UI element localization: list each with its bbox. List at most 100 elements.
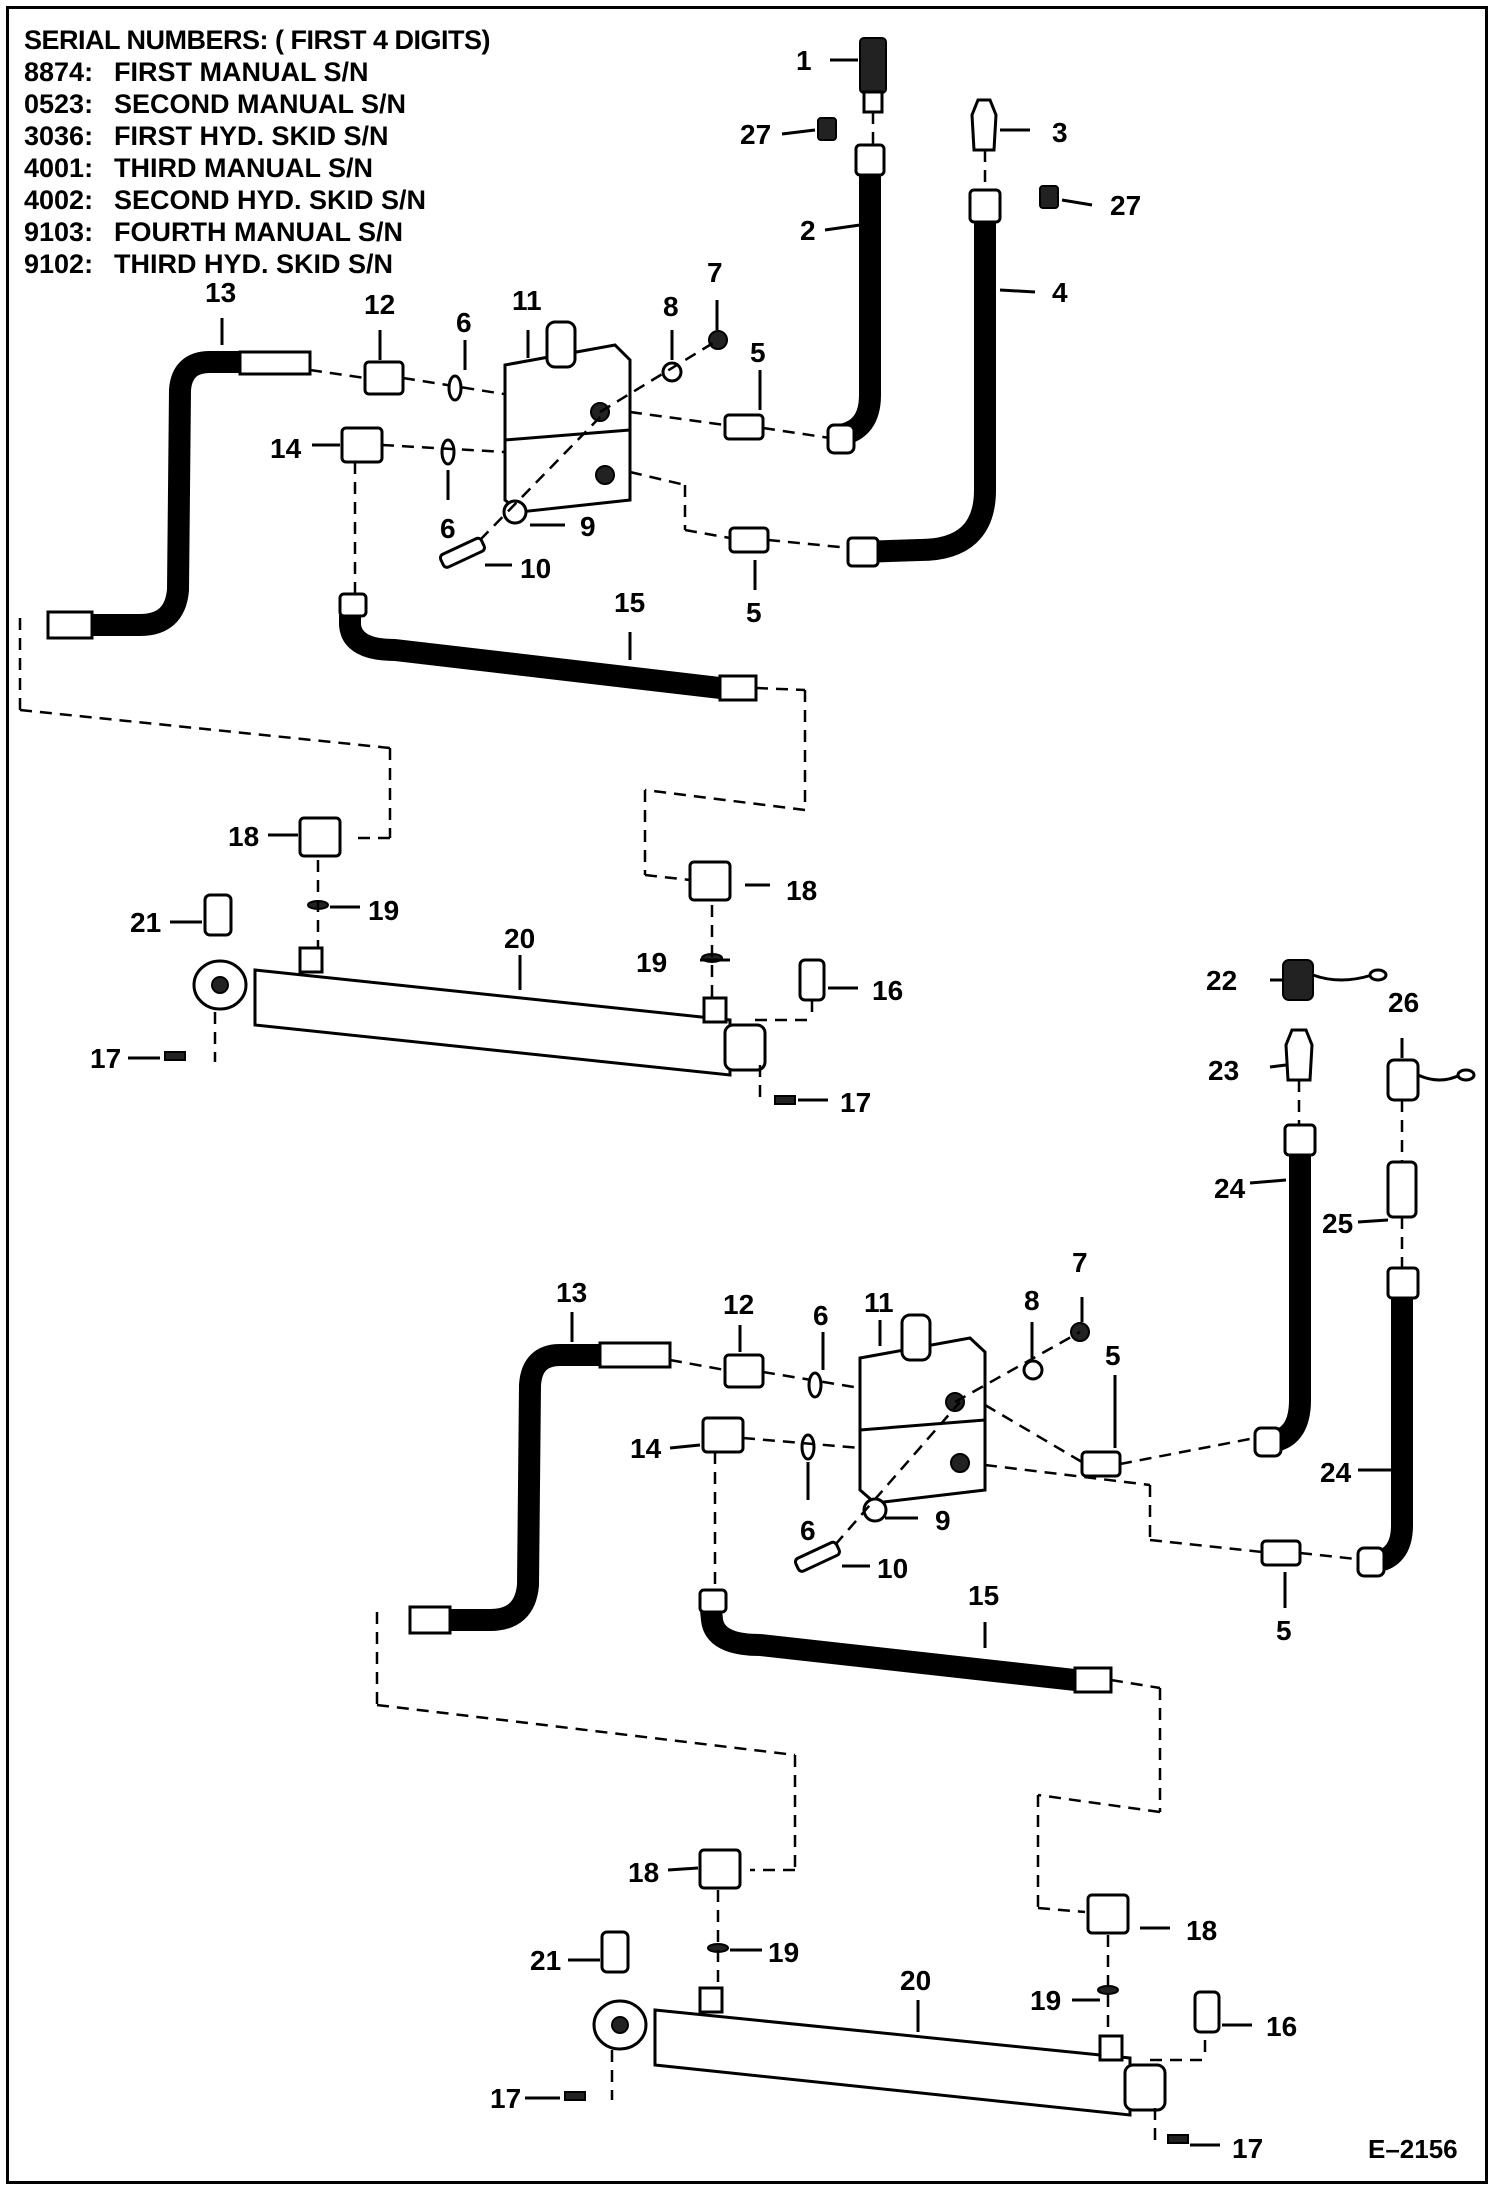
callout-6: 6 <box>813 1300 829 1331</box>
elbow-14 <box>701 1416 745 1454</box>
callout-24: 24 <box>1214 1173 1246 1204</box>
callout-20: 20 <box>504 923 535 954</box>
legend-row: 0523: SECOND MANUAL S/N <box>24 88 490 120</box>
dust-cap-22 <box>1282 959 1314 1001</box>
callout-15: 15 <box>614 587 645 618</box>
dust-cap-27 <box>1039 185 1059 209</box>
legend-desc: SECOND HYD. SKID S/N <box>114 185 427 215</box>
callout-11: 11 <box>512 285 542 316</box>
hose-24-left <box>1257 1129 1311 1453</box>
callout-12: 12 <box>364 289 395 320</box>
legend-code: 0523: <box>24 89 94 119</box>
callout-6: 6 <box>440 513 456 544</box>
callout-27: 27 <box>740 119 771 150</box>
hose-fitting <box>46 610 94 640</box>
callout-5: 5 <box>1105 1340 1121 1371</box>
legend-code: 9102: <box>24 249 94 279</box>
callout-24: 24 <box>1320 1457 1352 1488</box>
hose-13-upper <box>59 351 251 636</box>
callout-5: 5 <box>1276 1615 1292 1646</box>
callout-17: 17 <box>490 2083 521 2114</box>
callout-17: 17 <box>1232 2133 1263 2164</box>
legend-row: 9103:FOURTH MANUAL S/N <box>24 216 490 248</box>
cylinder-20-lower <box>653 2008 1132 2117</box>
callout-19: 19 <box>368 895 399 926</box>
legend-code: 8874: <box>24 57 94 87</box>
hose-24-right <box>1361 1271 1413 1573</box>
callout-15: 15 <box>968 1580 999 1611</box>
callout-1: 1 <box>796 45 812 76</box>
callout-20: 20 <box>900 1965 931 1996</box>
pin-21 <box>600 1930 630 1974</box>
callout-19: 19 <box>1030 1985 1061 2016</box>
callout-6: 6 <box>800 1515 816 1546</box>
legend-row: 8874: FIRST MANUAL S/N <box>24 56 490 88</box>
callout-4: 4 <box>1052 277 1068 308</box>
fitting-5 <box>1260 1539 1302 1567</box>
callout-23: 23 <box>1208 1055 1239 1086</box>
callout-17: 17 <box>840 1087 871 1118</box>
valve-cap <box>545 320 577 369</box>
callout-25: 25 <box>1322 1208 1353 1239</box>
callout-27: 27 <box>1110 190 1141 221</box>
coupler-25 <box>1386 1160 1418 1219</box>
callout-6: 6 <box>456 307 472 338</box>
legend-title: SERIAL NUMBERS: ( FIRST 4 DIGITS) <box>24 25 491 55</box>
callout-18: 18 <box>228 821 259 852</box>
legend-desc: THIRD HYD. SKID S/N <box>114 249 394 279</box>
diagram-frame <box>6 6 1488 2184</box>
elbow-18 <box>1086 1893 1130 1935</box>
legend-desc: FIRST HYD. SKID S/N <box>114 121 389 151</box>
serial-number-legend: SERIAL NUMBERS: ( FIRST 4 DIGITS) 8874: F… <box>24 24 491 280</box>
callout-18: 18 <box>786 875 817 906</box>
figure-reference: E–2156 <box>1368 2134 1458 2164</box>
dust-cap-26 <box>1386 1058 1420 1102</box>
elbow-18 <box>688 860 732 902</box>
hose-4 <box>849 194 996 563</box>
pin-16 <box>1193 1990 1221 2034</box>
legend-desc: FIRST MANUAL S/N <box>114 57 369 87</box>
pin-21 <box>203 893 233 937</box>
o-ring-6 <box>447 374 463 402</box>
upper-assembly <box>18 37 1059 1105</box>
coupler-1 <box>859 37 887 94</box>
callout-16: 16 <box>1266 2011 1297 2042</box>
elbow-18 <box>698 1848 742 1890</box>
o-ring-6 <box>807 1371 823 1399</box>
o-ring-6 <box>800 1433 816 1461</box>
valve-block-11 <box>503 343 632 514</box>
elbow-18 <box>298 816 342 858</box>
legend-row: 4002: SECOND HYD. SKID S/N <box>24 184 490 216</box>
callout-13: 13 <box>556 1277 587 1308</box>
pin-16 <box>798 958 826 1002</box>
callout-17: 17 <box>90 1043 121 1074</box>
legend-desc: SECOND MANUAL S/N <box>114 89 407 119</box>
legend-desc: FOURTH MANUAL S/N <box>114 217 403 247</box>
fitting-12 <box>723 1353 765 1389</box>
legend-code: 4002: <box>24 185 94 215</box>
callout-19: 19 <box>636 947 667 978</box>
lower-assembly <box>375 959 1476 2144</box>
coupler-23 <box>1284 1028 1314 1082</box>
fitting-5 <box>723 413 765 441</box>
callout-26: 26 <box>1388 987 1419 1018</box>
legend-desc: THIRD MANUAL S/N <box>114 153 373 183</box>
callout-22: 22 <box>1206 965 1237 996</box>
callout-9: 9 <box>580 511 596 542</box>
callout-19: 19 <box>768 1937 799 1968</box>
callout-5: 5 <box>750 337 766 368</box>
hose-fitting <box>238 350 312 376</box>
callout-11: 11 <box>864 1287 894 1318</box>
dust-cap-27 <box>817 117 837 141</box>
callout-10: 10 <box>520 553 551 584</box>
callout-7: 7 <box>707 257 723 288</box>
legend-code: 3036: <box>24 121 94 151</box>
callout-labels: 1 27 2 3 27 4 7 8 5 5 11 6 6 12 13 14 9 … <box>90 45 1458 2164</box>
hose-13-lower <box>429 1344 611 1631</box>
callout-13: 13 <box>205 277 236 308</box>
fitting-12 <box>363 360 405 396</box>
coupler-3 <box>970 98 998 152</box>
legend-code: 4001: <box>24 153 94 183</box>
callout-21: 21 <box>530 1945 561 1976</box>
